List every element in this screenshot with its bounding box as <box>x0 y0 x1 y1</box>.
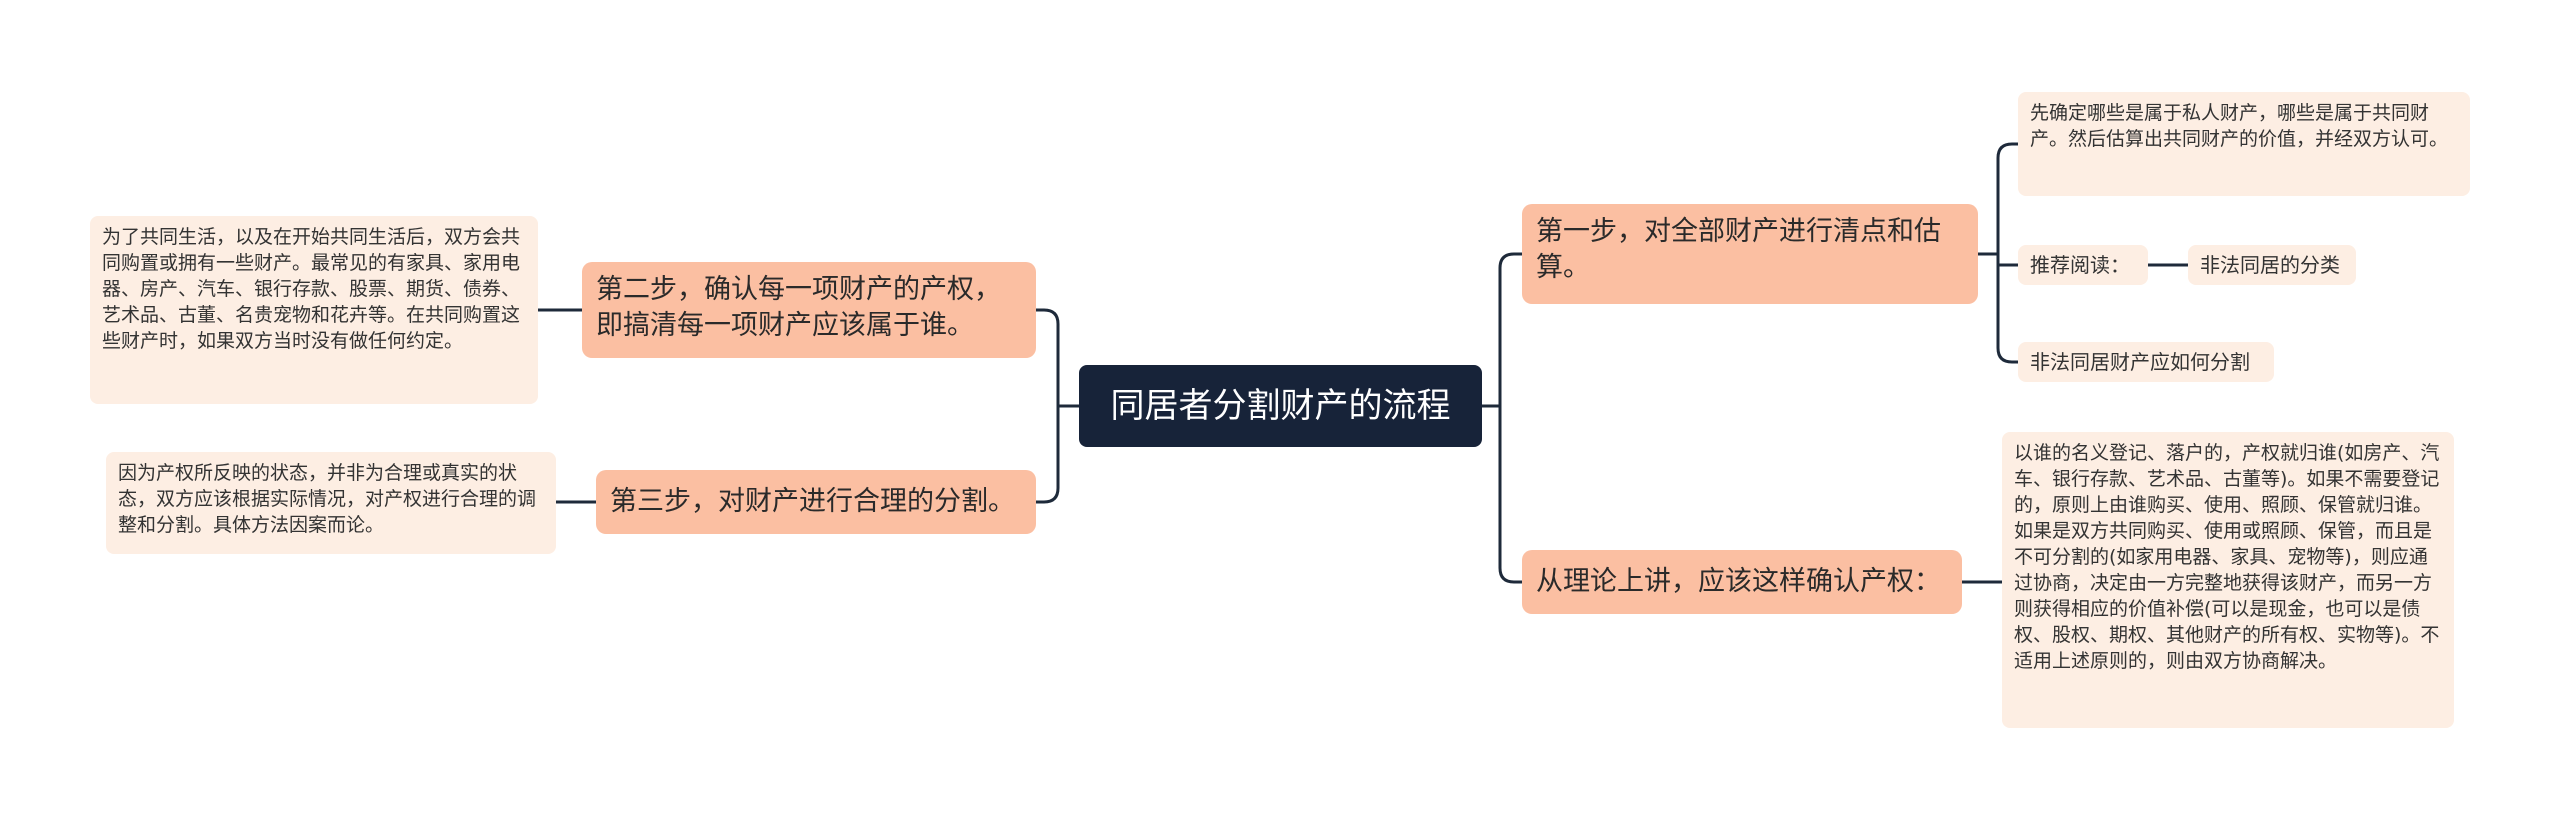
root-title: 同居者分割财产的流程 <box>1110 386 1451 426</box>
branch-step-3-title: 第三步，对财产进行合理的分割。 <box>610 486 1015 517</box>
detail-step-3[interactable]: 因为产权所反映的状态，并非为合理或真实的状态，双方应该根据实际情况，对产权进行合… <box>106 452 556 554</box>
branch-step-2[interactable]: 第二步，确认每一项财产的产权，即搞清每一项财产应该属于谁。 <box>582 262 1036 358</box>
branch-step-2-title: 第二步，确认每一项财产的产权，即搞清每一项财产应该属于谁。 <box>596 274 1001 341</box>
branch-step-3[interactable]: 第三步，对财产进行合理的分割。 <box>596 470 1036 534</box>
branch-step-1[interactable]: 第一步，对全部财产进行清点和估算。 <box>1522 204 1978 304</box>
related-link[interactable]: 非法同居财产应如何分割 <box>2018 342 2274 382</box>
edge-right-trunk-lower <box>1498 404 1524 584</box>
detail-step-1-estimate[interactable]: 先确定哪些是属于私人财产，哪些是属于共同财产。然后估算出共同财产的价值，并经双方… <box>2018 92 2470 196</box>
recommend-label-text: 推荐阅读： <box>2030 253 2130 277</box>
detail-step-3-text: 因为产权所反映的状态，并非为合理或真实的状态，双方应该根据实际情况，对产权进行合… <box>118 462 537 536</box>
detail-theory[interactable]: 以谁的名义登记、落户的，产权就归谁(如房产、汽车、银行存款、艺术品、古董等)。如… <box>2002 432 2454 728</box>
branch-step-1-title: 第一步，对全部财产进行清点和估算。 <box>1536 216 1941 283</box>
detail-step-1-estimate-text: 先确定哪些是属于私人财产，哪些是属于共同财产。然后估算出共同财产的价值，并经双方… <box>2030 102 2449 150</box>
detail-step-2-text: 为了共同生活，以及在开始共同生活后，双方会共同购置或拥有一些财产。最常见的有家具… <box>102 226 521 352</box>
branch-theory-title: 从理论上讲，应该这样确认产权： <box>1536 566 1941 597</box>
recommend-link-text: 非法同居的分类 <box>2200 253 2340 277</box>
edge-left-trunk-upper <box>1034 308 1060 408</box>
recommend-link[interactable]: 非法同居的分类 <box>2188 245 2356 285</box>
edge-step1-children <box>1976 142 2020 364</box>
recommend-label: 推荐阅读： <box>2018 245 2148 285</box>
edge-right-trunk <box>1498 252 1524 408</box>
branch-theory[interactable]: 从理论上讲，应该这样确认产权： <box>1522 550 1962 614</box>
detail-theory-text: 以谁的名义登记、落户的，产权就归谁(如房产、汽车、银行存款、艺术品、古董等)。如… <box>2014 442 2440 672</box>
detail-step-2[interactable]: 为了共同生活，以及在开始共同生活后，双方会共同购置或拥有一些财产。最常见的有家具… <box>90 216 538 404</box>
related-link-text: 非法同居财产应如何分割 <box>2030 350 2250 374</box>
edge-left-trunk-lower <box>1034 404 1060 504</box>
root-node[interactable]: 同居者分割财产的流程 <box>1079 365 1482 447</box>
